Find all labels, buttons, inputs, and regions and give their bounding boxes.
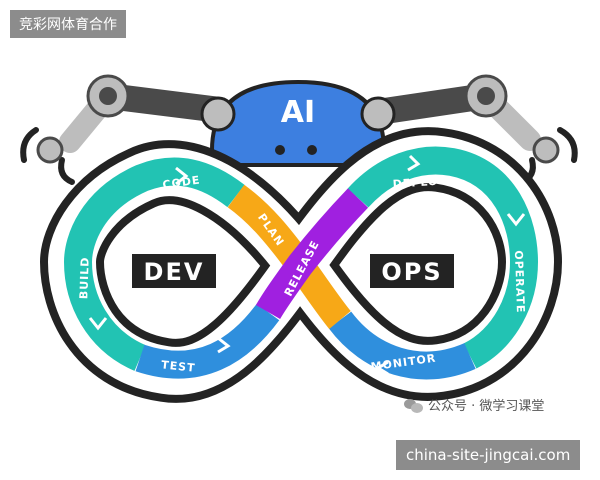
dev-box: DEV bbox=[132, 254, 216, 288]
robot-label: AI bbox=[281, 95, 315, 130]
stage-deploy: DEPLOY bbox=[392, 174, 447, 191]
stage-code: CODE bbox=[162, 173, 202, 191]
wechat-caption: 公众号 · 微学习课堂 bbox=[404, 395, 544, 414]
ops-box: OPS bbox=[370, 254, 454, 288]
right-robot-arm bbox=[365, 74, 578, 185]
infinity-bands bbox=[63, 146, 539, 380]
watermark-bottom: china-site-jingcai.com bbox=[396, 440, 581, 470]
arrow-icon bbox=[217, 336, 231, 354]
robot-head: AI bbox=[200, 79, 396, 167]
wechat-icon bbox=[404, 397, 424, 413]
arrow-icon bbox=[175, 166, 189, 186]
right-loop-blue-band bbox=[328, 311, 476, 380]
right-loop-teal-band bbox=[347, 146, 539, 369]
watermark-top: 竞彩网体育合作 bbox=[10, 10, 126, 38]
release-band bbox=[255, 188, 369, 320]
robot-eye-left bbox=[275, 145, 285, 155]
robot-eye-right bbox=[307, 145, 317, 155]
left-loop-blue-band bbox=[135, 303, 280, 379]
left-loop-teal-band bbox=[63, 157, 245, 371]
stage-test: TEST bbox=[161, 358, 197, 375]
arrow-icon bbox=[407, 154, 421, 172]
ops-label: OPS bbox=[381, 258, 442, 286]
arrow-icon bbox=[88, 317, 108, 331]
stage-operate: OPERATE bbox=[512, 250, 527, 313]
arrow-icon bbox=[375, 360, 389, 376]
dev-label: DEV bbox=[144, 258, 205, 286]
left-robot-arm bbox=[20, 74, 233, 185]
wechat-label: 公众号 · 微学习课堂 bbox=[428, 399, 545, 414]
stage-build: BUILD bbox=[77, 256, 91, 299]
arrow-icon bbox=[506, 213, 526, 227]
